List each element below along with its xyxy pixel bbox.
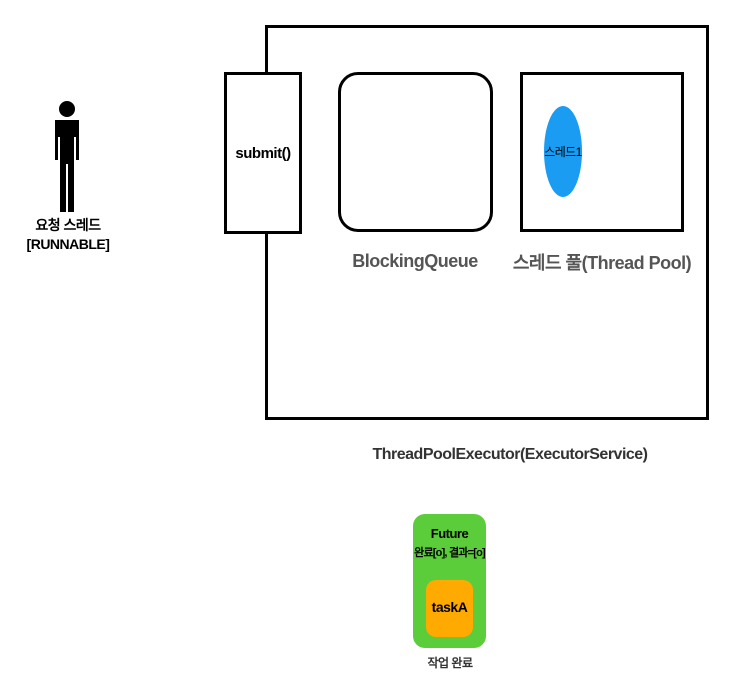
person-icon (55, 101, 79, 212)
future-status: 완료[o], 결과=[o] (414, 547, 486, 559)
submit-label: submit() (235, 145, 291, 162)
thread-1-label: 스레드1 (544, 145, 582, 159)
requester-label: 요청 스레드 [RUNNABLE] (15, 216, 121, 254)
future-title: Future (430, 526, 469, 541)
requester-state: [RUNNABLE] (26, 236, 110, 252)
blocking-queue-box (338, 72, 493, 232)
submit-box: submit() (224, 72, 302, 234)
future-caption: 작업 완료 (427, 656, 474, 670)
future-box: Future 완료[o], 결과=[o] taskA (413, 514, 486, 648)
thread-pool-label: 스레드 풀(Thread Pool) (512, 253, 692, 273)
executor-caption: ThreadPoolExecutor(ExecutorService) (372, 446, 648, 463)
thread-1-circle: 스레드1 (544, 106, 582, 197)
task-a-label: taskA (431, 599, 468, 615)
requester-name: 요청 스레드 (35, 217, 101, 233)
task-a-box: taskA (426, 580, 473, 637)
blocking-queue-label: BlockingQueue (352, 251, 478, 271)
